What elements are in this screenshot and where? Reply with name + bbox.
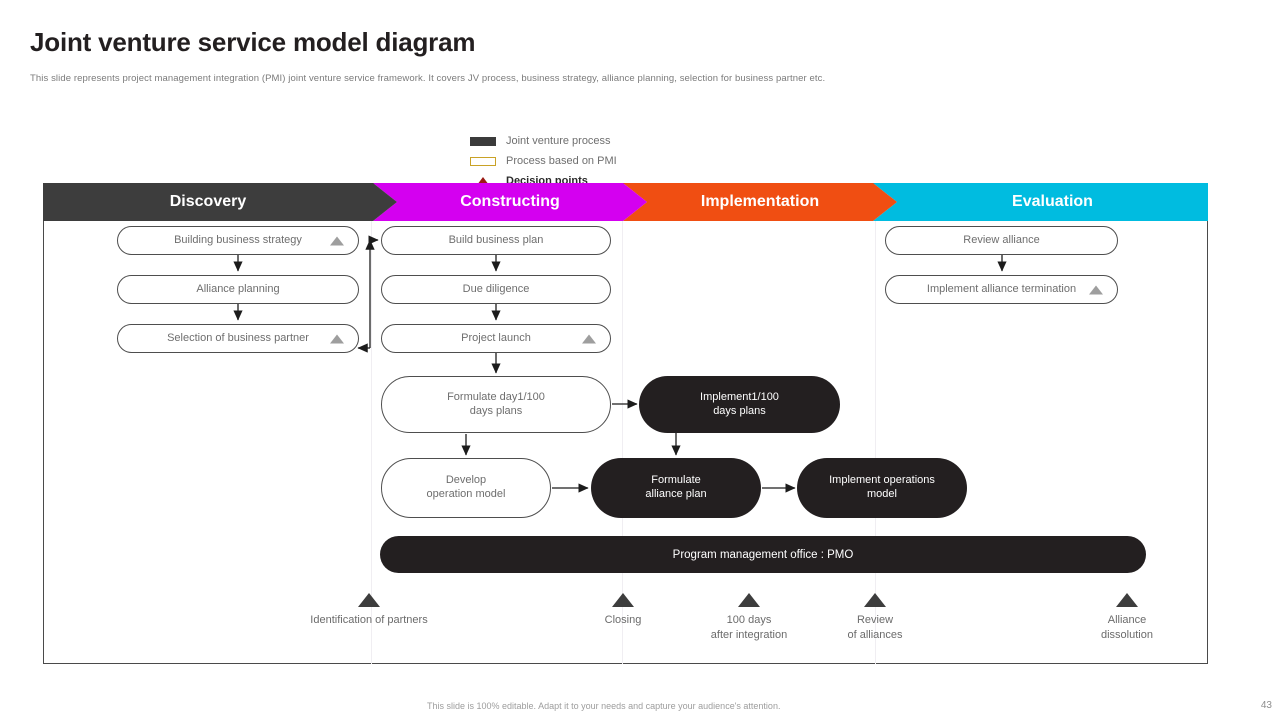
- phase-label: Evaluation: [1012, 193, 1093, 210]
- page-subtitle: This slide represents project management…: [30, 73, 826, 84]
- node-alliance-planning[interactable]: Alliance planning: [117, 275, 359, 304]
- diagram-frame: [43, 183, 1208, 664]
- filled-bar-icon: [470, 136, 496, 146]
- phase-discovery[interactable]: Discovery: [43, 183, 397, 221]
- legend-item-process-based-on-pmi: Process based on PMI: [470, 151, 617, 171]
- node-implement-alliance-termination[interactable]: Implement alliance termination: [885, 275, 1118, 304]
- node-label: Build business plan: [448, 233, 544, 246]
- node-label: Selection of business partner: [167, 331, 309, 344]
- phase-label: Implementation: [700, 193, 820, 210]
- node-label: Building business strategy: [174, 233, 302, 246]
- phase-constructing[interactable]: Constructing: [373, 183, 647, 221]
- triangle-up-icon: [330, 236, 344, 245]
- triangle-up-icon: [1116, 593, 1138, 607]
- node-build-business-plan[interactable]: Build business plan: [381, 226, 611, 255]
- node-selection-of-business-partner[interactable]: Selection of business partner: [117, 324, 359, 353]
- decision-point-identification-of-partners[interactable]: Identification of partners: [299, 593, 439, 628]
- node-due-diligence[interactable]: Due diligence: [381, 275, 611, 304]
- decision-point-label: Identification of partners: [310, 614, 428, 626]
- triangle-up-icon: [358, 593, 380, 607]
- phase-evaluation[interactable]: Evaluation: [873, 183, 1208, 221]
- legend-label: Joint venture process: [506, 135, 611, 147]
- phase-banner: Discovery Constructing Implementation Ev…: [43, 183, 1208, 221]
- node-label: Implement alliance termination: [926, 282, 1077, 295]
- triangle-up-icon: [738, 593, 760, 607]
- decision-point-closing[interactable]: Closing: [573, 593, 673, 628]
- phase-implementation[interactable]: Implementation: [623, 183, 897, 221]
- node-label: Project launch: [461, 331, 531, 344]
- decision-point-label: Closing: [604, 614, 642, 626]
- node-building-business-strategy[interactable]: Building business strategy: [117, 226, 359, 255]
- column-separator: [622, 221, 623, 664]
- footer-note: This slide is 100% editable. Adapt it to…: [427, 701, 781, 711]
- column-separator: [371, 221, 372, 664]
- node-program-management-office[interactable]: Program management office : PMO: [380, 536, 1146, 573]
- node-label: Review alliance: [963, 233, 1040, 246]
- triangle-up-icon: [864, 593, 886, 607]
- node-label: Program management office : PMO: [672, 548, 854, 561]
- legend-item-joint-venture-process: Joint venture process: [470, 131, 617, 151]
- triangle-up-icon: [582, 334, 596, 343]
- triangle-up-icon: [1089, 285, 1103, 294]
- phase-label: Discovery: [169, 193, 247, 210]
- node-project-launch[interactable]: Project launch: [381, 324, 611, 353]
- triangle-up-icon: [470, 177, 496, 185]
- triangle-up-icon: [330, 334, 344, 343]
- outline-bar-icon: [470, 156, 496, 166]
- legend-label: Process based on PMI: [506, 155, 617, 167]
- legend: Joint venture process Process based on P…: [470, 131, 617, 191]
- phase-label: Constructing: [460, 193, 560, 210]
- column-separator: [875, 221, 876, 664]
- page-title: Joint venture service model diagram: [30, 27, 476, 57]
- node-label: Alliance planning: [196, 282, 280, 295]
- page-number: 43: [1260, 700, 1272, 711]
- node-review-alliance[interactable]: Review alliance: [885, 226, 1118, 255]
- triangle-up-icon: [612, 593, 634, 607]
- node-label: Due diligence: [462, 282, 530, 295]
